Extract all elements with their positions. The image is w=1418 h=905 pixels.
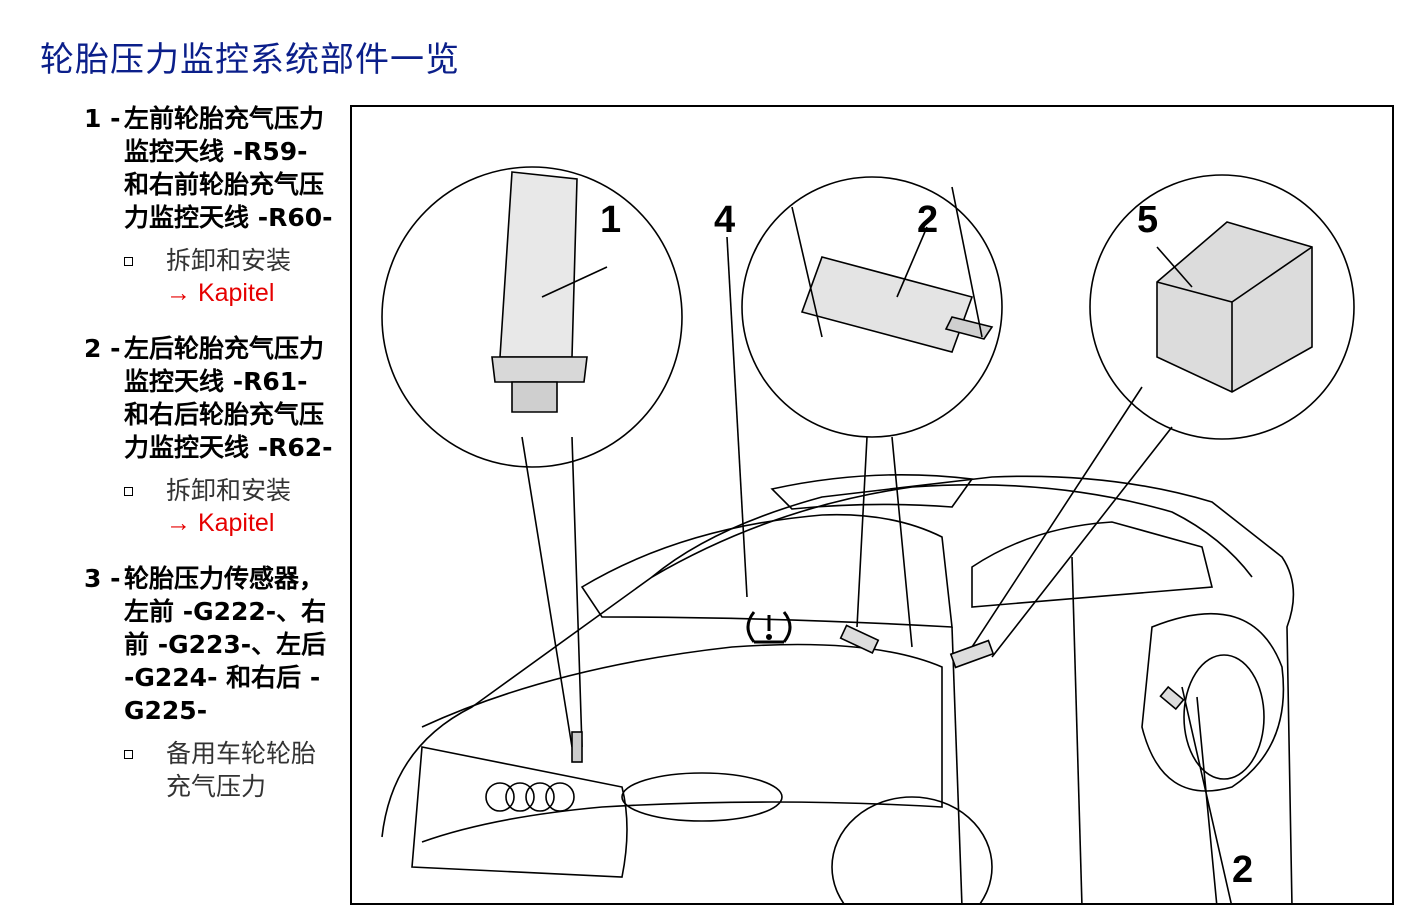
detail-circle-1 xyxy=(381,166,683,468)
antenna-mount-front xyxy=(839,624,880,655)
sub-item-text: 备用车轮轮胎充气压力 xyxy=(166,739,317,801)
component-diagram: 1 4 2 5 2 xyxy=(350,105,1394,905)
headlight-outline xyxy=(621,772,783,822)
sub-item: 拆卸和安装 → Kapitel xyxy=(124,244,334,310)
sensor-rear-wheel xyxy=(1159,685,1185,711)
car-body-outline xyxy=(381,475,1295,903)
callout-2-rear: 2 xyxy=(1232,849,1253,891)
item-number: 2 - xyxy=(84,334,121,363)
component-list: 1 - 左前轮胎充气压力监控天线 -R59- 和右前轮胎充气压力监控天线 -R6… xyxy=(84,102,334,803)
front-wheel xyxy=(831,796,993,903)
sub-item: 备用车轮轮胎充气压力 xyxy=(124,737,334,803)
checkbox-bullet-icon xyxy=(124,487,133,496)
rear-wheel xyxy=(1183,654,1265,780)
callout-2: 2 xyxy=(917,199,938,241)
item-text: 左前轮胎充气压力监控天线 -R59- 和右前轮胎充气压力监控天线 -R60- xyxy=(124,104,333,232)
tpms-warning-lamp-icon xyxy=(746,611,792,644)
control-unit-5 xyxy=(1156,221,1313,393)
callout-1: 1 xyxy=(600,199,621,241)
detail-circle-2 xyxy=(741,176,1003,438)
antenna-module-1 xyxy=(499,171,578,358)
list-item-2: 2 - 左后轮胎充气压力监控天线 -R61- 和右后轮胎充气压力监控天线 -R6… xyxy=(84,332,334,540)
item-text: 轮胎压力传感器，左前 -G222-、右前 -G223-、左后 -G224- 和右… xyxy=(124,564,327,725)
audi-ring xyxy=(485,782,515,812)
leader-line-rear xyxy=(1181,686,1232,903)
hood-outline xyxy=(421,643,943,843)
sub-item-text: 拆卸和安装 xyxy=(166,246,292,275)
windshield-outline xyxy=(580,513,953,628)
leader-line-1 xyxy=(521,436,583,748)
page-title: 轮胎压力监控系统部件一览 xyxy=(40,40,460,80)
item-number: 1 - xyxy=(84,104,121,133)
rear-wheel-arch xyxy=(1141,612,1285,792)
front-door-line xyxy=(951,626,963,903)
sub-item: 拆卸和安装 → Kapitel xyxy=(124,474,334,540)
checkbox-bullet-icon xyxy=(124,750,133,759)
sensor-front xyxy=(571,731,583,763)
sunroof-outline xyxy=(770,473,974,510)
callout-5: 5 xyxy=(1137,199,1158,241)
grille-outline xyxy=(411,746,628,878)
kapitel-link[interactable]: → Kapitel xyxy=(166,509,275,537)
leader-line-2 xyxy=(856,436,913,648)
car-roof-outline xyxy=(651,483,1253,578)
side-window-outline xyxy=(971,521,1214,608)
list-item-3: 3 - 轮胎压力传感器，左前 -G222-、右前 -G223-、左后 -G224… xyxy=(84,562,334,803)
checkbox-bullet-icon xyxy=(124,257,133,266)
sub-item-text: 拆卸和安装 xyxy=(166,476,292,505)
callout-4: 4 xyxy=(714,199,735,241)
audi-ring xyxy=(505,782,535,812)
car-diagram-drawing: 1 4 2 5 2 xyxy=(381,166,1355,903)
audi-ring xyxy=(525,782,555,812)
audi-ring xyxy=(545,782,575,812)
leader-line-4 xyxy=(726,236,748,598)
list-item-1: 1 - 左前轮胎充气压力监控天线 -R59- 和右前轮胎充气压力监控天线 -R6… xyxy=(84,102,334,310)
rear-door-line xyxy=(1071,556,1083,903)
item-number: 3 - xyxy=(84,564,121,593)
detail-circle-5 xyxy=(1089,174,1355,440)
antenna-module-2 xyxy=(800,256,974,353)
antenna-plug-1 xyxy=(511,381,558,413)
kapitel-link[interactable]: → Kapitel xyxy=(166,279,275,307)
antenna-connector-1 xyxy=(491,356,588,383)
item-text: 左后轮胎充气压力监控天线 -R61- 和右后轮胎充气压力监控天线 -R62- xyxy=(124,334,333,462)
leader-line-5 xyxy=(971,386,1173,658)
antenna-mount-rear xyxy=(949,639,995,669)
